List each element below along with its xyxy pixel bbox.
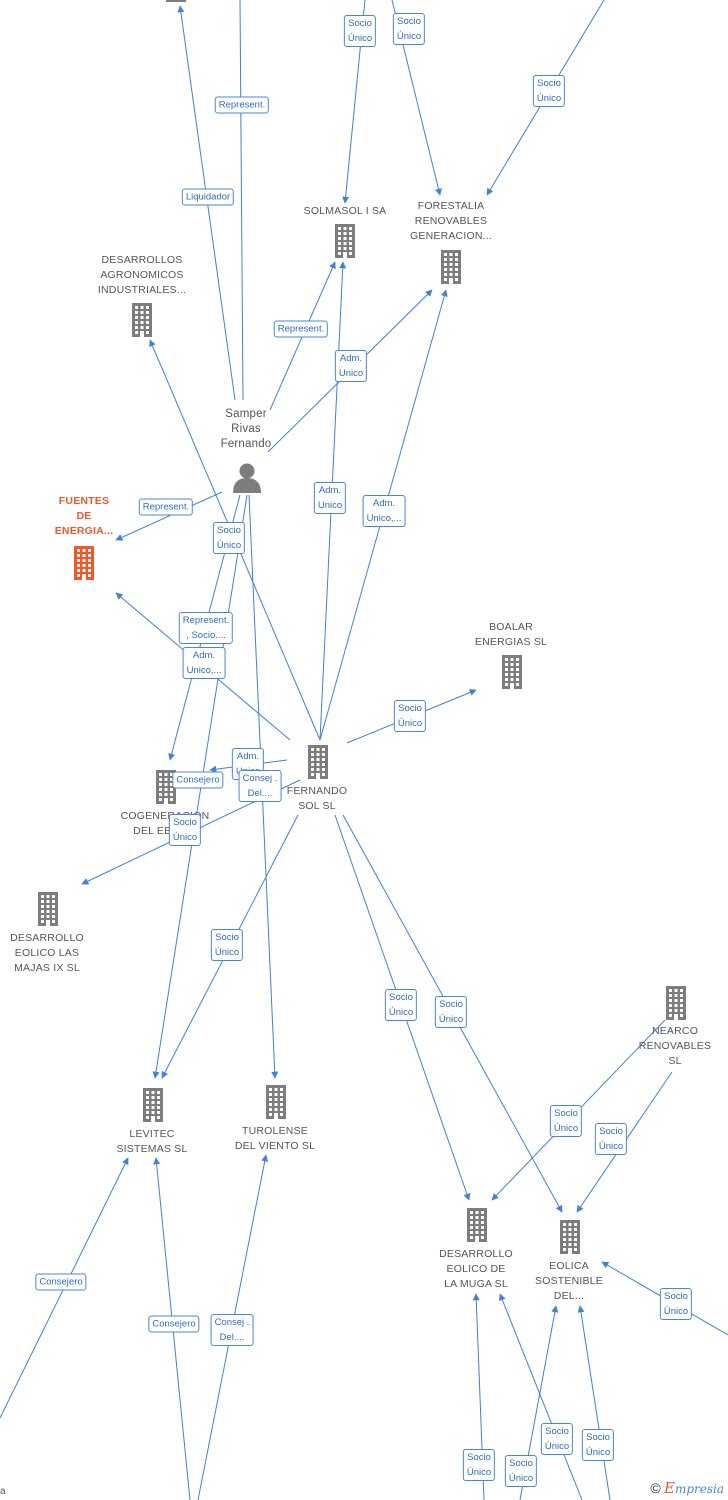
edge-label[interactable]: Socio Único: [659, 1288, 693, 1320]
edge-label[interactable]: Socio Único: [462, 1449, 496, 1481]
building-icon: [502, 655, 522, 689]
edge-label[interactable]: Consejero: [172, 771, 224, 789]
node-label: NEARCO RENOVABLES SL: [638, 1025, 712, 1067]
node-nearco-renovables[interactable]: NEARCO RENOVABLES SL: [620, 1024, 728, 1069]
building-icon: [166, 0, 186, 2]
brand-name-rest: mpresia: [674, 1482, 724, 1496]
edge-label[interactable]: Socio Único: [581, 1429, 615, 1461]
edge-label[interactable]: Represent.: [273, 320, 329, 338]
edge-label[interactable]: Consejero: [35, 1273, 87, 1291]
edge-label[interactable]: Consej . Del....: [210, 1314, 254, 1346]
building-icon: [156, 770, 176, 804]
edge-label[interactable]: Adm. Unico,...: [362, 495, 406, 527]
edge-label[interactable]: Socio Único: [540, 1423, 574, 1455]
node-samper-rivas-fernando[interactable]: Samper Rivas Fernando: [191, 407, 301, 452]
edge-label[interactable]: Socio Único: [168, 814, 202, 846]
node-desarrollos-agronomicos[interactable]: DESARROLLOS AGRONOMICOS INDUSTRIALES...: [87, 253, 197, 298]
node-desarrollo-eolico-de-la-muga[interactable]: DESARROLLO EOLICO DE LA MUGA SL: [421, 1247, 531, 1292]
node-label: DESARROLLO EOLICO LAS MAJAS IX SL: [10, 932, 84, 974]
edge-label[interactable]: Socio Único: [212, 522, 246, 554]
building-icon: [666, 986, 686, 1020]
edge-label[interactable]: Socio Único: [343, 15, 377, 47]
node-label: DESARROLLO EOLICO DE LA MUGA SL: [439, 1248, 513, 1290]
node-label: EOLICA SOSTENIBLE DEL...: [535, 1260, 603, 1302]
building-icon: [467, 1208, 487, 1242]
node-label: FORESTALIA RENOVABLES GENERACION...: [410, 200, 492, 242]
edge-label[interactable]: Socio Único: [393, 700, 427, 732]
building-icon: [74, 546, 94, 580]
node-solmasol[interactable]: SOLMASOL I SA: [290, 204, 400, 219]
building-icon: [38, 892, 58, 926]
node-turolense-del-viento[interactable]: TUROLENSE DEL VIENTO SL: [220, 1124, 330, 1154]
building-icon: [143, 1088, 163, 1122]
edge-samper-to-fuentes: [115, 491, 223, 541]
node-forestalia[interactable]: FORESTALIA RENOVABLES GENERACION...: [396, 199, 506, 244]
stray-letter: a: [0, 1486, 6, 1497]
edge-label[interactable]: Consej . Del....: [238, 770, 282, 802]
node-desarrollo-eolico-las-majas[interactable]: DESARROLLO EOLICO LAS MAJAS IX SL: [0, 931, 102, 976]
edge-label[interactable]: Adm. Unico: [334, 350, 368, 382]
edge-label[interactable]: Adm. Unico: [313, 482, 347, 514]
edge-label[interactable]: Socio Único: [532, 75, 566, 107]
node-eolica-sostenible[interactable]: EOLICA SOSTENIBLE DEL...: [514, 1259, 624, 1304]
building-icon: [560, 1220, 580, 1254]
edge-samper-to-top-a: [239, 0, 244, 401]
edge-label[interactable]: Socio Único: [594, 1123, 628, 1155]
node-boalar-energias[interactable]: BOALAR ENERGIAS SL: [456, 620, 566, 650]
node-label: BOALAR ENERGIAS SL: [474, 621, 548, 648]
brand-first-letter: E: [663, 1479, 675, 1497]
node-fernando-sol[interactable]: FERNANDO SOL SL: [262, 784, 372, 814]
edge-label[interactable]: Consejero: [148, 1315, 200, 1333]
node-label: FUENTES DE ENERGIA...: [54, 495, 114, 537]
edge-label[interactable]: Socio Único: [210, 929, 244, 961]
node-label: LEVITEC SISTEMAS SL: [116, 1128, 188, 1155]
edge-label[interactable]: Socio Único: [392, 13, 426, 45]
building-icon: [335, 224, 355, 258]
person-icon: [233, 463, 261, 493]
node-label: Samper Rivas Fernando: [220, 408, 272, 450]
edge-label[interactable]: Represent.: [214, 96, 270, 114]
edge-label[interactable]: Socio Único: [504, 1455, 538, 1487]
edge-label[interactable]: Socio Único: [434, 996, 468, 1028]
node-label: FERNANDO SOL SL: [286, 785, 348, 812]
edge-bottom-to-eolica-b: [577, 1305, 611, 1500]
node-label: COGENERACION DEL EBRO...: [120, 810, 210, 837]
node-cogeneracion-del-ebro[interactable]: COGENERACION DEL EBRO...: [110, 809, 220, 839]
edge-label[interactable]: Socio Único: [384, 989, 418, 1021]
edge-bottom-to-muga-b: [499, 1293, 583, 1500]
node-label: SOLMASOL I SA: [303, 205, 387, 217]
edge-label[interactable]: Socio Único: [549, 1105, 583, 1137]
node-label: DESARROLLOS AGRONOMICOS INDUSTRIALES...: [97, 254, 187, 296]
building-icon: [441, 250, 461, 284]
node-fuentes-de-energia[interactable]: FUENTES DE ENERGIA...: [29, 494, 139, 539]
building-icon: [266, 1085, 286, 1119]
edge-label[interactable]: Represent. , Socio....: [178, 612, 234, 644]
edge-label[interactable]: Adm. Unico,...: [182, 647, 226, 679]
building-icon: [308, 745, 328, 779]
edge-label[interactable]: Represent.: [138, 498, 194, 516]
building-icon: [132, 303, 152, 337]
node-levitec-sistemas[interactable]: LEVITEC SISTEMAS SL: [97, 1127, 207, 1157]
node-label: TUROLENSE DEL VIENTO SL: [234, 1125, 316, 1152]
edge-label[interactable]: Liquidador: [181, 188, 235, 206]
empresia-logo: © Empresia: [650, 1479, 724, 1497]
copyright-symbol: ©: [650, 1480, 661, 1496]
